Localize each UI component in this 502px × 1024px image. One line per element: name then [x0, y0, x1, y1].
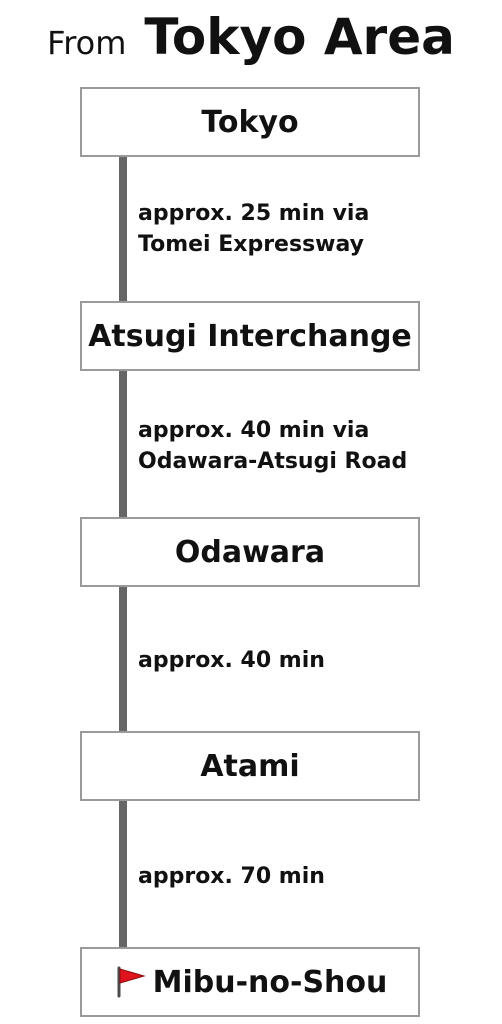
station-label: Odawara [174, 534, 326, 570]
station-label: Tokyo [201, 104, 299, 140]
station-label: Atsugi Interchange [88, 318, 412, 354]
leg-note-4: approx. 70 min [138, 864, 325, 889]
route-connector-2 [119, 371, 127, 517]
station-atami: Atami [80, 731, 420, 801]
route-connector-1 [119, 157, 127, 301]
leg-note-3: approx. 40 min [138, 648, 325, 673]
leg-note-1: approx. 25 min via Tomei Expressway [138, 201, 370, 257]
station-tokyo: Tokyo [80, 87, 420, 157]
station-atsugi-interchange: Atsugi Interchange [80, 301, 420, 371]
title-main: Tokyo Area [144, 8, 455, 66]
red-flag-icon [117, 966, 146, 998]
route-connector-4 [119, 801, 127, 947]
station-odawara: Odawara [80, 517, 420, 587]
title-prefix: From [47, 24, 127, 62]
leg-note-2: approx. 40 min via Odawara-Atsugi Road [138, 418, 408, 474]
station-label: Atami [200, 748, 300, 784]
station-label: Mibu-no-Shou [152, 964, 388, 1000]
page-title: From Tokyo Area [0, 8, 502, 78]
route-connector-3 [119, 587, 127, 731]
station-mibu-no-shou: Mibu-no-Shou [80, 947, 420, 1017]
